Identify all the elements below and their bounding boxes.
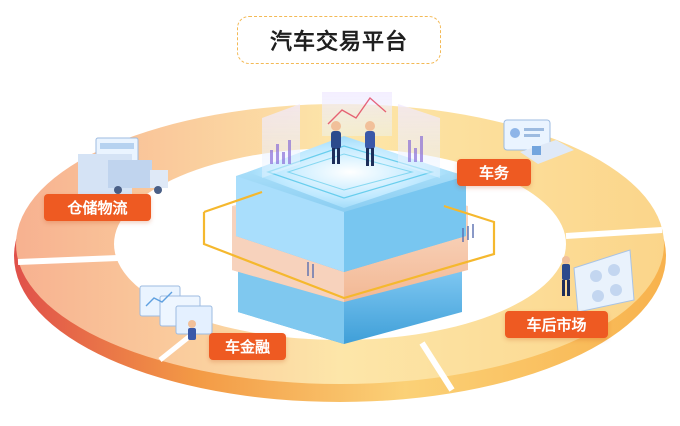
segment-label-finance: 车金融 bbox=[209, 333, 286, 360]
segment-label-logistics: 仓储物流 bbox=[44, 194, 151, 221]
aftermarket-illustration bbox=[562, 249, 635, 313]
aftermarket-board bbox=[573, 249, 635, 313]
holo-line-chart bbox=[327, 96, 387, 125]
person-2-body bbox=[365, 131, 375, 149]
ring-divider-bottom bbox=[419, 341, 455, 392]
person-1-head bbox=[331, 121, 341, 131]
logistics-truck-cab bbox=[150, 170, 168, 188]
page-title: 汽车交易平台 bbox=[237, 16, 441, 64]
person-1-body bbox=[331, 131, 341, 149]
segment-label-aftermarket: 车后市场 bbox=[505, 311, 608, 338]
platform-top-left bbox=[236, 176, 344, 272]
finance-illustration bbox=[139, 285, 213, 340]
ring-divider-right bbox=[565, 227, 663, 239]
platform-top-right bbox=[344, 176, 466, 272]
segment-label-service: 车务 bbox=[457, 159, 531, 186]
platform-grid-inner bbox=[286, 153, 414, 191]
service-illustration bbox=[503, 119, 574, 164]
platform-gold-outline bbox=[202, 190, 496, 300]
platform-stripes bbox=[307, 224, 474, 278]
platform-base-left bbox=[238, 258, 344, 344]
ring-divider-left bbox=[17, 255, 119, 265]
ring-divider-lower-left bbox=[158, 334, 192, 362]
finance-person-head bbox=[188, 320, 196, 328]
service-desk bbox=[520, 140, 574, 164]
aftermarket-person-head bbox=[562, 256, 570, 264]
holo-bars bbox=[270, 136, 423, 164]
logistics-truck-cargo bbox=[108, 160, 152, 188]
central-platform bbox=[202, 136, 496, 344]
people-on-platform bbox=[331, 121, 375, 166]
person-2-head bbox=[365, 121, 375, 131]
logistics-illustration bbox=[78, 137, 168, 194]
